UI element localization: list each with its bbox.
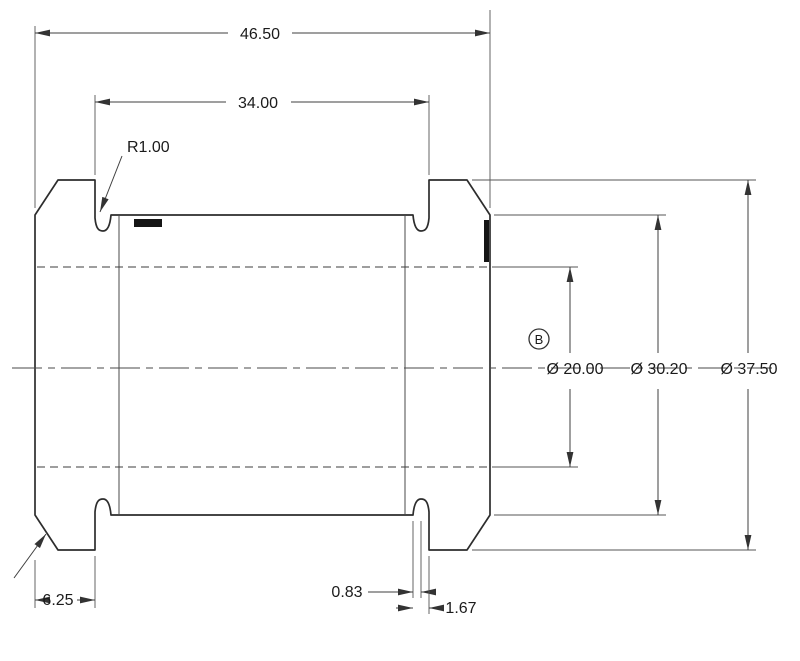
- leader-line: [99, 155, 123, 213]
- datum-b-symbol: [528, 328, 550, 350]
- bore-hidden-lines: [37, 266, 578, 468]
- surface-marks: [134, 219, 489, 262]
- dim-text-body-length: 34.00: [238, 95, 278, 112]
- dim-groove-width: 1.67: [396, 556, 477, 617]
- surface-mark-right: [484, 220, 489, 262]
- dim-text-bore-diameter: Ø 20.00: [547, 361, 604, 378]
- dim-text-groove-half: 0.83: [331, 584, 362, 601]
- dim-body-length: 34.00: [94, 95, 430, 175]
- dim-text-fillet-radius: R1.00: [127, 139, 170, 156]
- dim-bore-diameter: B Ø 20.00: [528, 267, 604, 467]
- dim-flange-width: 6.25: [13, 533, 96, 609]
- datum-b-label: B: [535, 332, 544, 347]
- part-profile: [34, 179, 491, 551]
- leader-line-chamfer: [13, 533, 47, 579]
- dim-groove-half: 0.83: [331, 521, 436, 601]
- dim-flange-diameter: Ø 37.50: [472, 179, 778, 551]
- dim-text-flange-diameter: Ø 37.50: [721, 361, 778, 378]
- dim-text-body-diameter: Ø 30.20: [631, 361, 688, 378]
- dim-fillet-radius: R1.00: [99, 139, 170, 213]
- surface-mark-left: [134, 219, 162, 227]
- dim-text-groove-width: 1.67: [445, 600, 476, 617]
- part-outline: [34, 179, 491, 551]
- dim-body-diameter: Ø 30.20: [494, 214, 688, 516]
- dim-text-flange-width: 6.25: [42, 592, 73, 609]
- dim-text-overall-length: 46.50: [240, 26, 280, 43]
- dim-overall-length: 46.50: [34, 10, 491, 208]
